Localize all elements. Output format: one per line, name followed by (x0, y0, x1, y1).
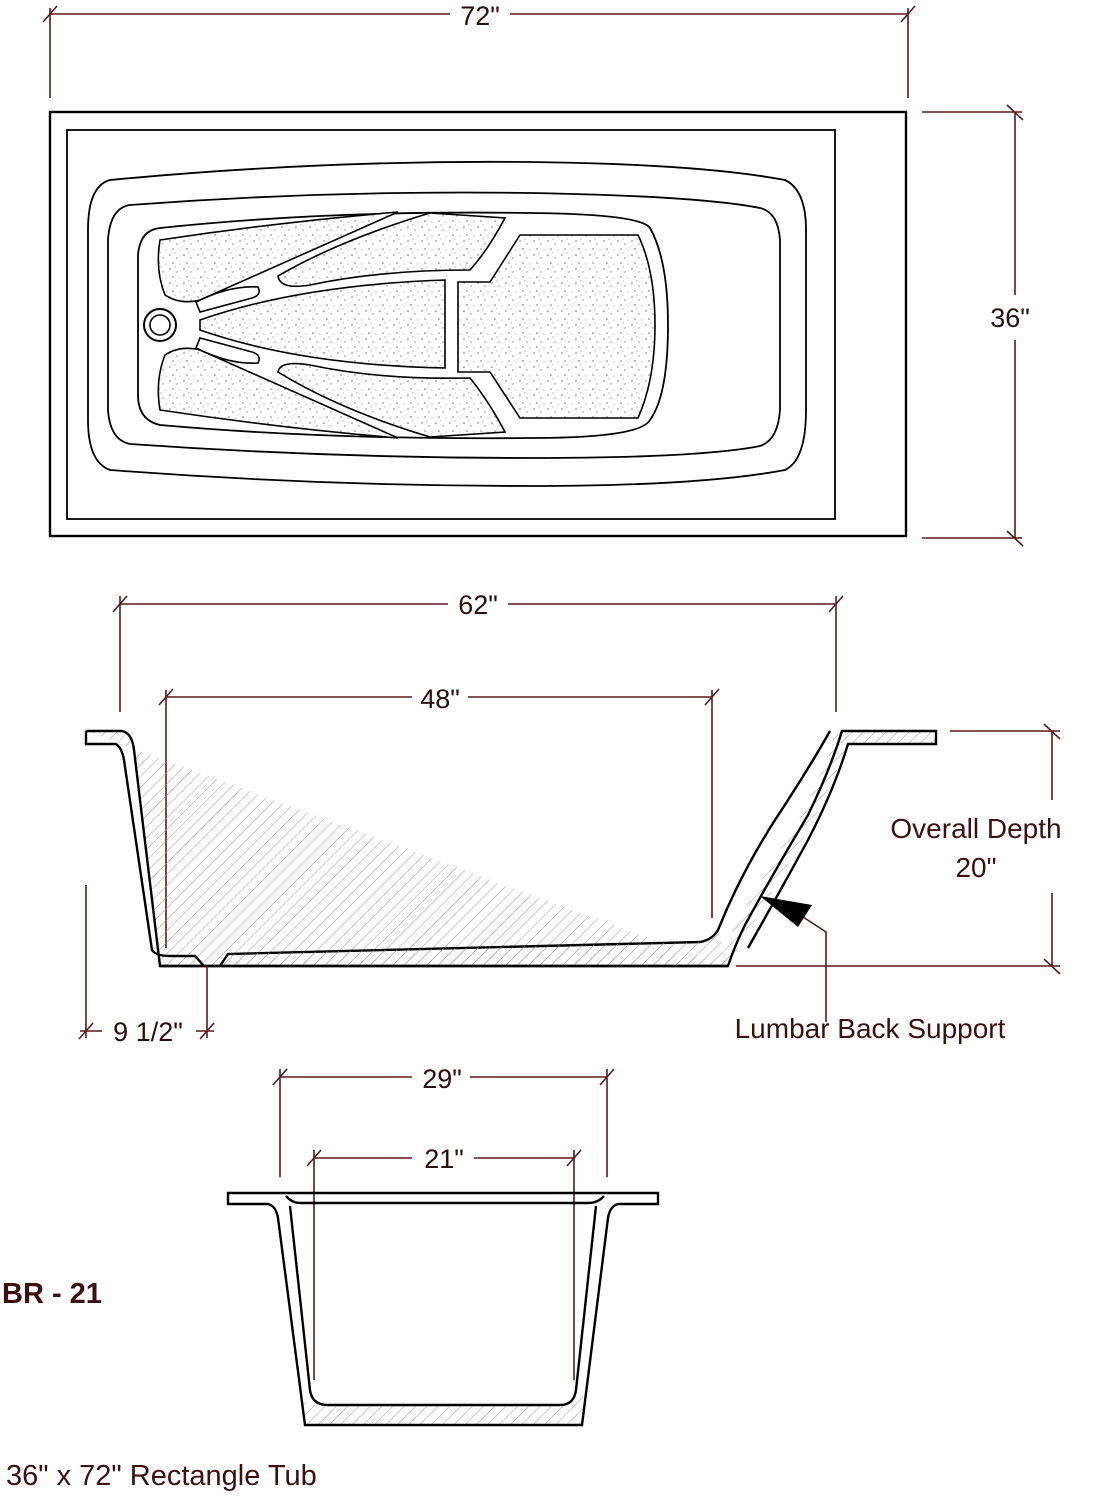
bowl-outer (87, 160, 807, 487)
side-section-view: 62" 48" Overall Depth 20" (78, 590, 1062, 1047)
dimension-rim-length-label: 62" (458, 590, 498, 620)
tub-deck-outline (48, 110, 908, 538)
model-number: BR - 21 (2, 1278, 102, 1310)
plan-view: 72" 36" (42, 1, 1030, 547)
dimension-bottom-length: 48" (158, 684, 720, 948)
dimension-length: 72" (42, 1, 916, 98)
dimension-drain-offset-label: 9 1/2" (113, 1017, 183, 1047)
dimension-width: 36" (922, 104, 1030, 547)
depth-value: 20" (955, 852, 996, 883)
end-section-view: 29" 21" (226, 1064, 660, 1427)
lumbar-label: Lumbar Back Support (735, 1013, 1006, 1044)
non-slip-pads (157, 211, 656, 439)
dimension-rim-width-label: 29" (422, 1064, 462, 1094)
lumbar-callout: Lumbar Back Support (735, 896, 1006, 1044)
dimension-rim-width: 29" (272, 1064, 615, 1177)
bowl-inner (107, 191, 781, 459)
dimension-bottom-width-label: 21" (424, 1144, 464, 1174)
tub-rim-outline (66, 129, 836, 520)
dimension-length-label: 72" (460, 1, 500, 31)
dimension-width-label: 36" (990, 303, 1030, 333)
dimension-drain-offset: 9 1/2" (78, 885, 215, 1047)
dimension-bottom-width: 21" (306, 1144, 582, 1380)
depth-title: Overall Depth (890, 813, 1061, 844)
caption: 36" x 72" Rectangle Tub (6, 1460, 317, 1492)
dimension-rim-length: 62" (112, 590, 844, 712)
dimension-bottom-length-label: 48" (420, 684, 460, 714)
floor-outline (137, 211, 669, 440)
dimension-depth: Overall Depth 20" (736, 723, 1062, 975)
